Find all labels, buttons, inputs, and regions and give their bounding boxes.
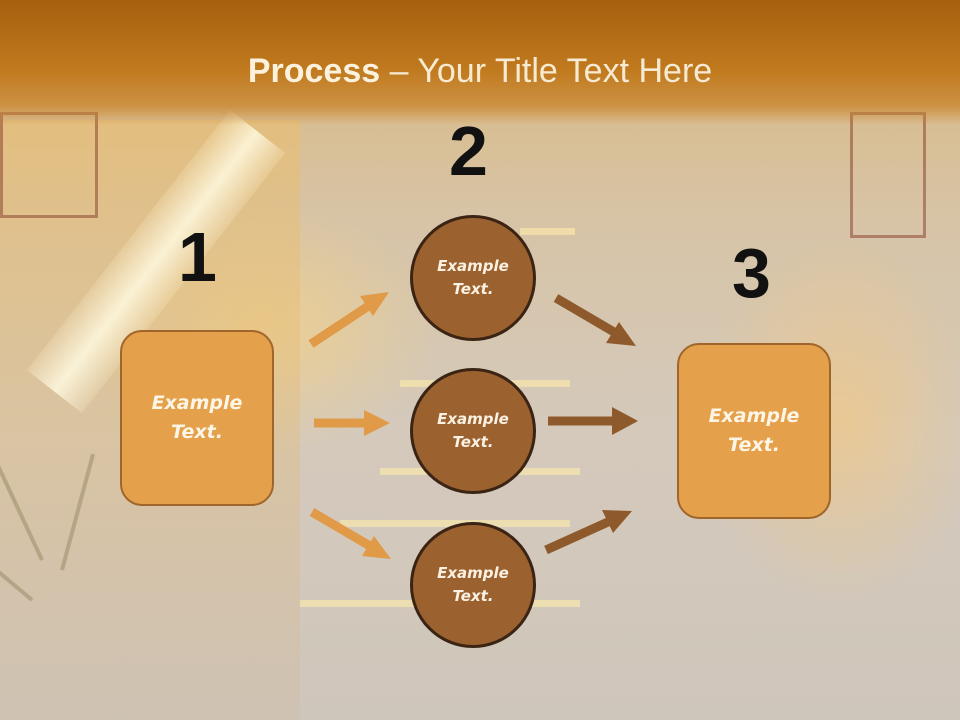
step-number-2: 2 <box>449 112 488 190</box>
circle-bottom-text: Example Text. <box>437 564 509 605</box>
arrow-1-to-bottom <box>309 508 391 559</box>
arrow-1-to-top <box>308 292 389 348</box>
step-number-3: 3 <box>732 234 771 312</box>
circle-middle-text: Example Text. <box>437 410 509 451</box>
step-number-1: 1 <box>178 218 217 296</box>
header-bar: Process – Your Title Text Here <box>0 0 960 125</box>
arrow-top-to-3 <box>553 294 636 346</box>
step-1-text: Example Text. <box>151 392 243 443</box>
step-3-text: Example Text. <box>708 405 800 456</box>
step-2-circle-top: Example Text. <box>410 215 536 341</box>
arrow-bottom-to-3 <box>544 510 632 555</box>
page-title: Process – Your Title Text Here <box>247 52 713 90</box>
background-stair-light <box>520 228 575 235</box>
arrow-1-to-middle <box>314 410 390 436</box>
arrow-middle-to-3 <box>548 407 638 435</box>
step-1-box: Example Text. <box>120 330 274 506</box>
step-3-box: Example Text. <box>677 343 831 519</box>
step-2-circle-bottom: Example Text. <box>410 522 536 648</box>
step-2-circle-middle: Example Text. <box>410 368 536 494</box>
circle-top-text: Example Text. <box>437 257 509 298</box>
